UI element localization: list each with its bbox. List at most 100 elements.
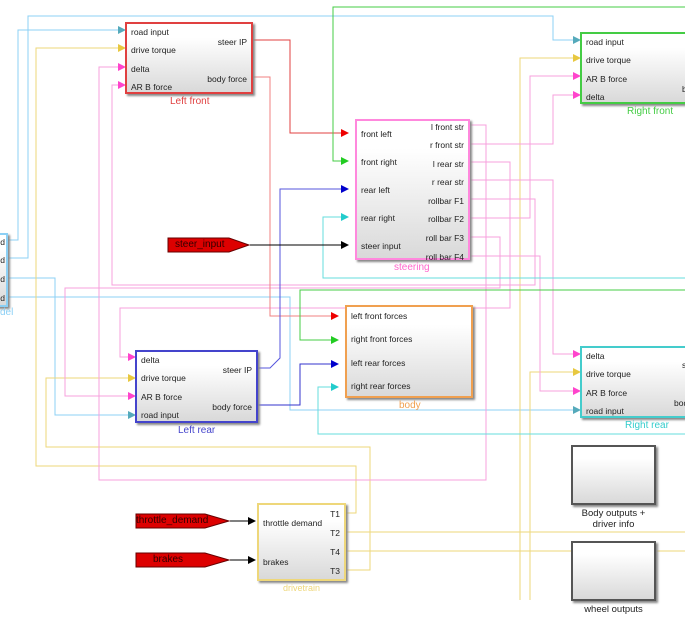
steering-label: steering — [394, 262, 430, 273]
dt-out-t1: T1 — [330, 509, 340, 519]
wire-road-rf — [8, 15, 581, 259]
wire-rrstr — [470, 179, 581, 358]
st-out-5: rollbar F1 — [428, 196, 464, 206]
body-outputs-block[interactable] — [571, 445, 656, 505]
wire-rfstr — [470, 91, 581, 145]
wheel-outputs-label: wheel outputs — [584, 604, 643, 615]
left-front-block[interactable]: road input drive torque delta AR B force… — [125, 22, 253, 94]
lr-in-arb: AR B force — [141, 392, 183, 402]
body-in-rr: right rear forces — [351, 381, 411, 391]
throttle-demand-tag[interactable]: throttle_demand — [135, 513, 231, 529]
wire-f4 — [470, 255, 581, 395]
road-model-out-2: d — [0, 255, 5, 265]
left-front-label: Left front — [170, 96, 210, 107]
rr-in-delta: delta — [586, 351, 605, 361]
wire-lfstr — [98, 63, 487, 481]
right-front-block[interactable]: road input drive torque AR B force delta… — [580, 32, 685, 104]
rr-out-steer: st — [682, 360, 685, 370]
right-front-label: Right front — [627, 106, 674, 117]
st-out-3: l rear str — [432, 159, 464, 169]
road-model-block[interactable]: d d d d — [0, 233, 8, 307]
st-out-7: roll bar F3 — [425, 233, 464, 243]
wire-t-rr — [529, 368, 581, 600]
st-out-6: rollbar F2 — [428, 214, 464, 224]
rr-in-torque: drive torque — [586, 369, 631, 379]
wire-f3 — [64, 236, 501, 400]
wire-rf-steer — [332, 6, 685, 165]
lf-out-body: body force — [207, 74, 247, 84]
wire-lr-body — [258, 360, 339, 406]
body-in-lr: left rear forces — [351, 358, 406, 368]
wire-lf-steer — [253, 39, 349, 137]
st-in-steer: steer input — [361, 241, 401, 251]
road-model-label: del — [0, 307, 14, 318]
road-model-out-1: d — [0, 237, 5, 247]
wire-f2 — [470, 72, 581, 219]
left-rear-block[interactable]: delta drive torque AR B force road input… — [135, 350, 258, 423]
st-out-2: r front str — [429, 140, 464, 150]
lr-in-delta: delta — [141, 355, 160, 365]
wire-rf-body — [299, 289, 685, 344]
st-in-fr: front right — [361, 157, 397, 167]
wire-road-lf — [8, 26, 126, 241]
dt-out-t4: T4 — [330, 547, 340, 557]
lr-in-torque: drive torque — [141, 373, 186, 383]
road-model-out-3: d — [0, 274, 5, 284]
rf-out-body: bo — [682, 84, 685, 94]
wire-t3 — [45, 374, 371, 571]
wire-road-lr — [8, 277, 136, 419]
dt-out-t2: T2 — [330, 528, 340, 538]
lf-in-road: road input — [131, 27, 169, 37]
road-model-out-4: d — [0, 293, 5, 303]
steer-input-tag[interactable]: steer_input — [167, 237, 251, 253]
dt-out-t3: T3 — [330, 566, 340, 576]
right-rear-label: Right rear — [625, 420, 669, 431]
right-rear-block[interactable]: delta drive torque AR B force road input… — [580, 346, 685, 418]
body-block[interactable]: left front forces right front forces lef… — [345, 305, 473, 398]
left-rear-label: Left rear — [178, 425, 216, 436]
st-in-rr: rear right — [361, 213, 396, 223]
lf-out-steer: steer IP — [217, 37, 247, 47]
dt-in-throttle: throttle demand — [263, 518, 323, 528]
drivetrain-block[interactable]: throttle demand brakes T1 T2 T4 T3 — [257, 503, 346, 581]
rr-in-arb: AR B force — [586, 388, 628, 398]
brakes-tag[interactable]: brakes — [135, 552, 231, 568]
tag-shape — [135, 552, 231, 568]
body-outputs-label-line2: driver info — [592, 519, 635, 530]
steering-block[interactable]: front left front right rear left rear ri… — [355, 119, 470, 262]
wheel-outputs-block[interactable] — [571, 541, 656, 601]
lr-in-road: road input — [141, 410, 179, 420]
body-label: body — [399, 400, 421, 411]
body-in-lf: left front forces — [351, 311, 408, 321]
lr-out-body: body force — [212, 402, 252, 412]
rf-in-torque: drive torque — [586, 55, 631, 65]
wire-lf-body — [253, 76, 339, 320]
lf-in-arb: AR B force — [131, 82, 173, 92]
rf-in-delta: delta — [586, 92, 605, 102]
wire-lr-steer — [258, 185, 349, 369]
st-in-fl: front left — [361, 129, 392, 139]
rr-out-body: bod — [674, 398, 685, 408]
wire-lrstr — [119, 161, 511, 361]
wire-f1 — [111, 81, 536, 286]
wire-rr-body — [317, 383, 685, 435]
st-out-8: roll bar F4 — [425, 252, 464, 262]
st-in-rl: rear left — [361, 185, 390, 195]
drivetrain-label: drivetrain — [283, 583, 321, 593]
lr-out-steer: steer IP — [222, 365, 252, 375]
wire-rr-steer — [322, 213, 685, 279]
rf-in-arb: AR B force — [586, 74, 628, 84]
wire-t1 — [35, 44, 357, 514]
rf-in-road: road input — [586, 37, 624, 47]
brakes-tag-label: brakes — [153, 554, 184, 565]
tag-shape — [167, 237, 251, 253]
body-outputs-label-line1: Body outputs + — [581, 508, 646, 519]
st-out-4: r rear str — [431, 177, 464, 187]
rr-in-road: road input — [586, 406, 624, 416]
dt-in-brakes: brakes — [263, 557, 289, 567]
lf-in-delta: delta — [131, 64, 150, 74]
steer-input-tag-label: steer_input — [175, 239, 225, 250]
st-out-1: l front str — [430, 122, 464, 132]
wire-road-rr — [8, 296, 581, 414]
